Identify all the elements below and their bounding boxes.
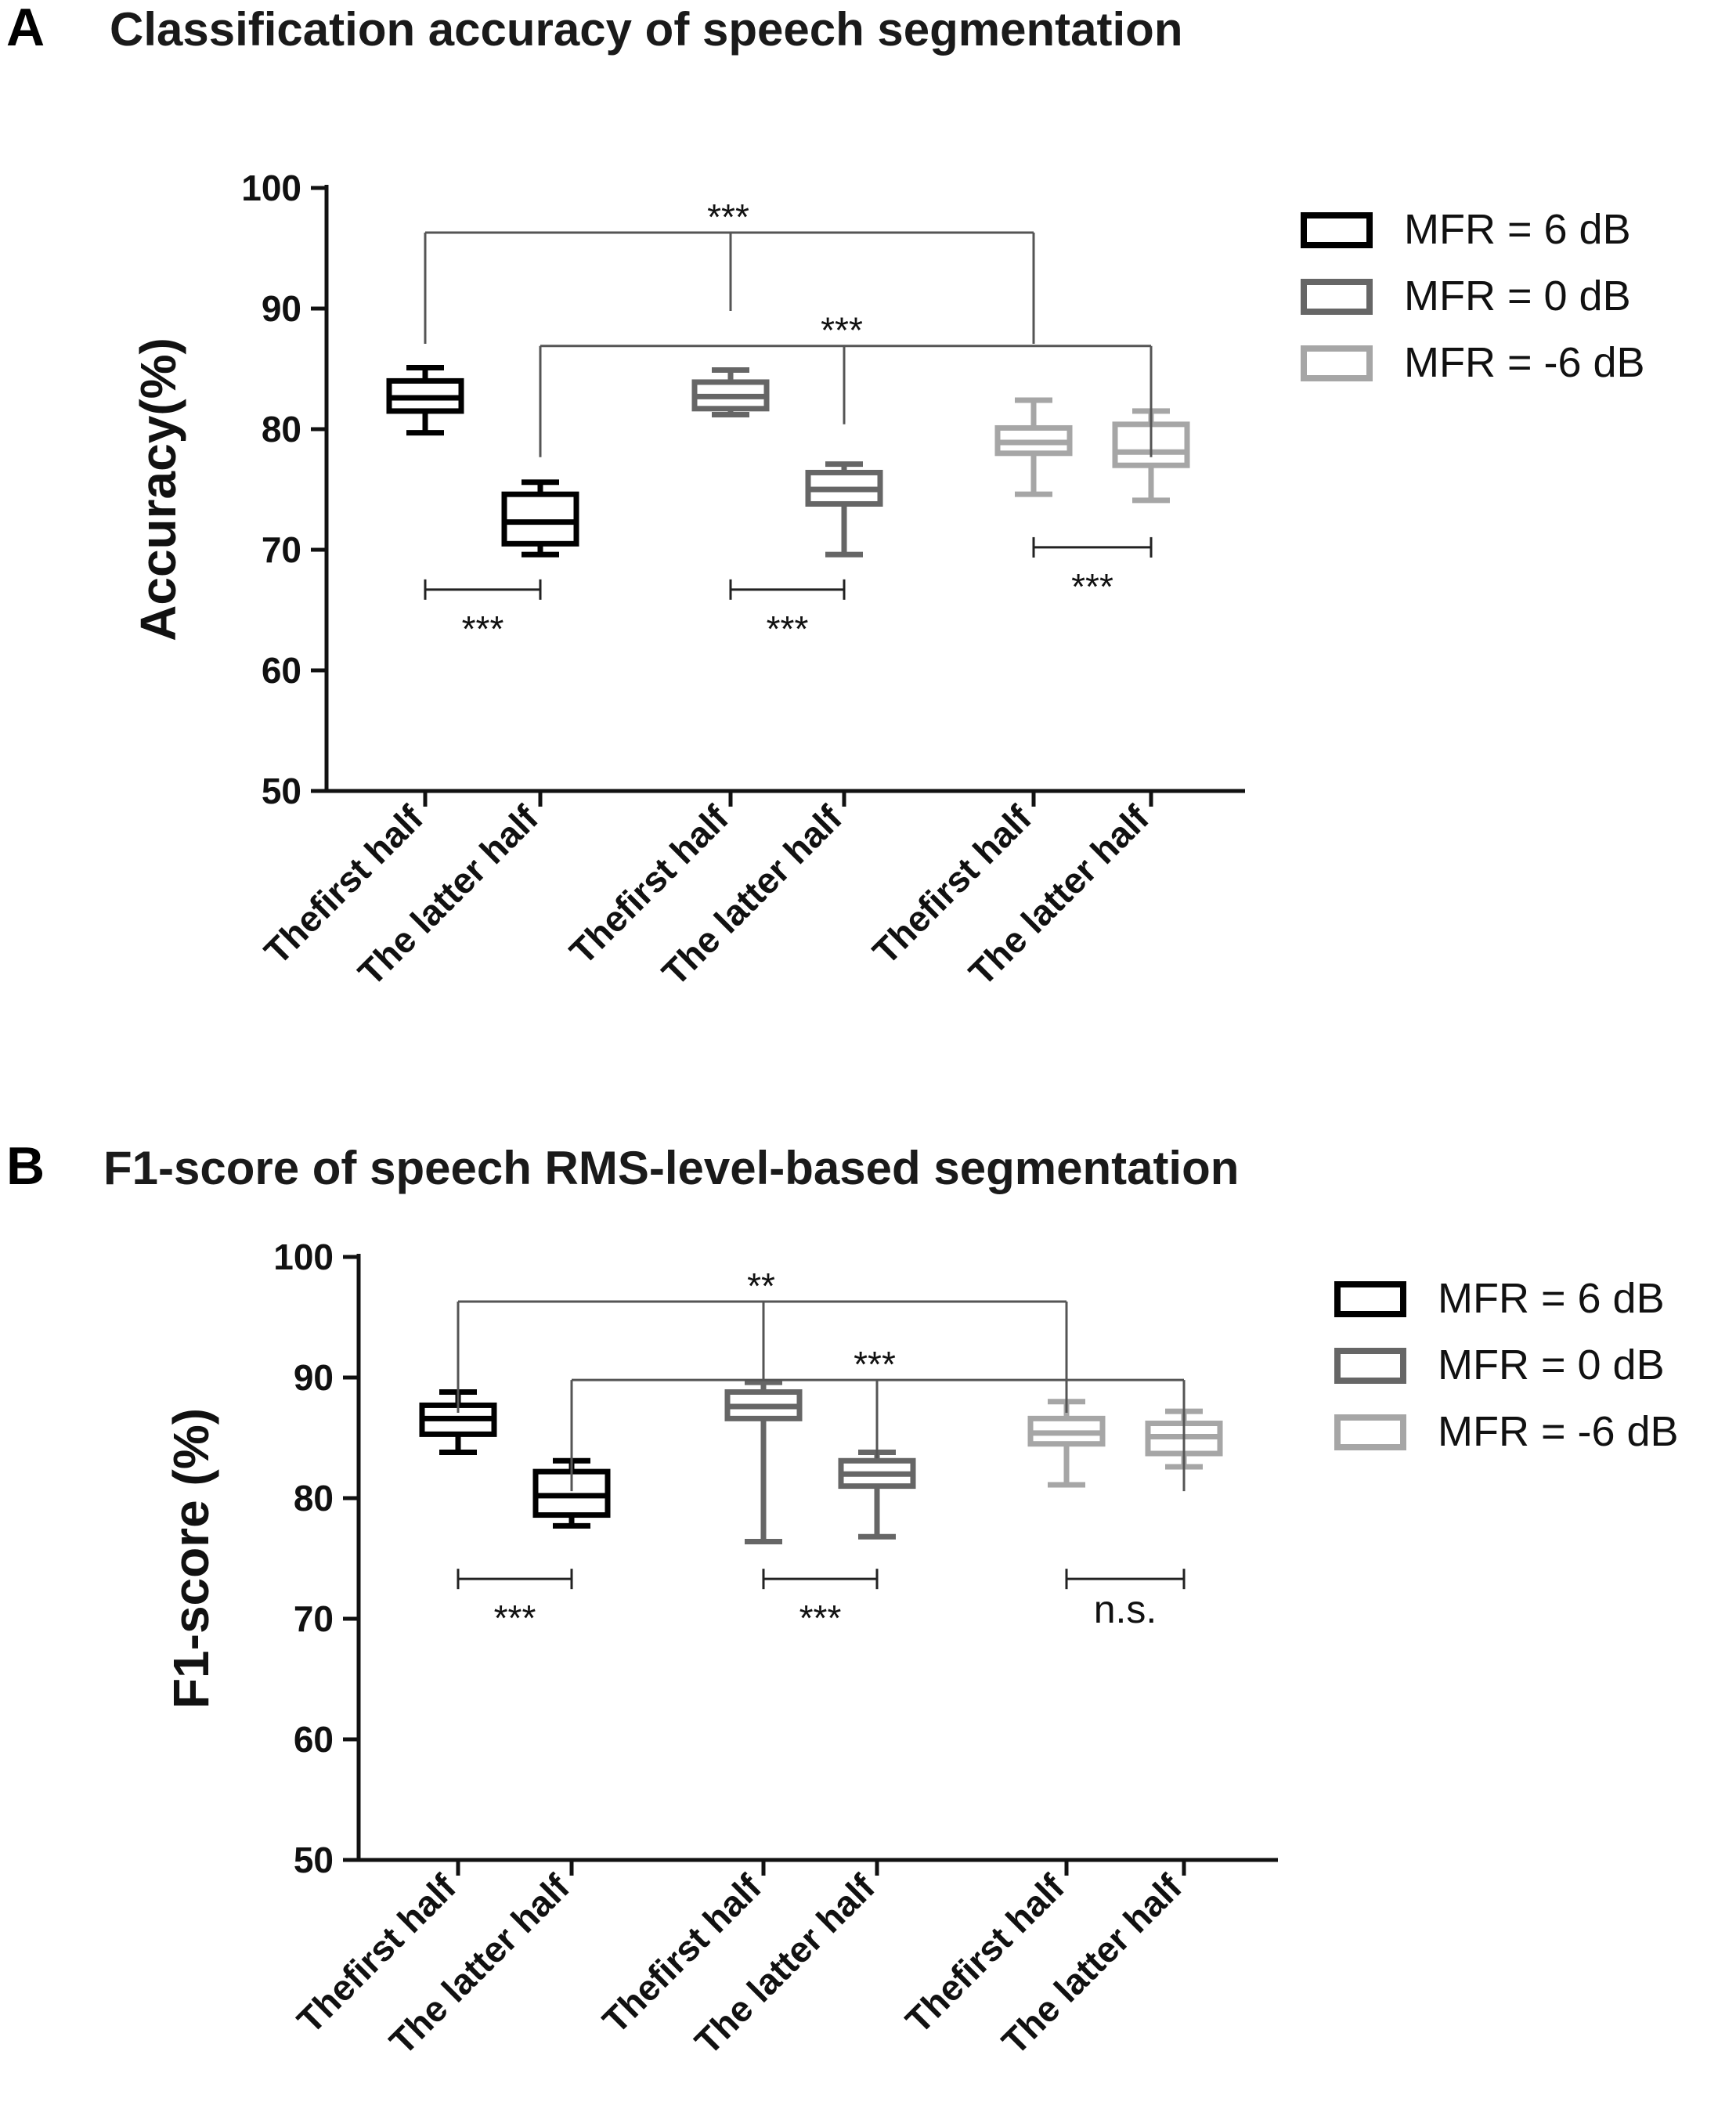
- significance-label: ***: [767, 608, 809, 649]
- significance-label: n.s.: [1094, 1587, 1157, 1631]
- significance-label: ***: [707, 197, 749, 237]
- y-tick-label: 70: [294, 1598, 334, 1639]
- box-3: [724, 1379, 803, 1544]
- y-tick-label: 60: [294, 1719, 334, 1760]
- y-tick-label: 100: [273, 1237, 334, 1277]
- y-tick-label: 60: [262, 650, 301, 691]
- y-tick-label: 90: [262, 288, 301, 329]
- legend-item: MFR = 0 dB: [1334, 1342, 1665, 1389]
- box-4: [805, 461, 883, 558]
- y-tick-label: 100: [241, 168, 301, 208]
- panel-letter-b: B: [6, 1136, 45, 1196]
- significance-bracket: ***: [424, 579, 542, 649]
- y-tick-label: 80: [294, 1478, 334, 1519]
- significance-bracket: ***: [1032, 536, 1153, 607]
- y-tick-label: 80: [262, 409, 301, 450]
- legend-label: MFR = 0 dB: [1438, 1342, 1665, 1389]
- y-tick-label: 50: [294, 1840, 334, 1880]
- significance-bracket: ***: [762, 1569, 879, 1638]
- significance-bracket: **: [457, 1266, 1068, 1413]
- box-5: [1027, 1399, 1106, 1488]
- box-1: [386, 364, 464, 436]
- legend-label: MFR = 6 dB: [1404, 206, 1631, 253]
- legend-swatch: [1334, 1414, 1406, 1450]
- legend-item: MFR = 0 dB: [1301, 273, 1631, 320]
- panel-b-title: F1-score of speech RMS-level-based segme…: [103, 1142, 1239, 1194]
- significance-label: ***: [821, 310, 863, 351]
- legend-item: MFR = 6 dB: [1334, 1275, 1665, 1322]
- panel-letter-a: A: [6, 0, 45, 57]
- significance-label: ***: [1071, 566, 1113, 607]
- panel-a-title: Classification accuracy of speech segmen…: [110, 3, 1182, 56]
- box-3: [691, 367, 770, 418]
- y-axis-title: F1-score (%): [163, 1408, 219, 1709]
- panel-a: A Classification accuracy of speech segm…: [6, 0, 1645, 993]
- legend-item: MFR = 6 dB: [1301, 206, 1631, 253]
- legend-label: MFR = 0 dB: [1404, 273, 1631, 320]
- significance-label: ***: [799, 1598, 842, 1638]
- significance-bracket: ***: [457, 1569, 573, 1638]
- y-tick-label: 50: [262, 771, 301, 811]
- legend-swatch: [1334, 1281, 1406, 1317]
- significance-label: ***: [494, 1598, 536, 1638]
- significance-bracket: ***: [539, 310, 1153, 457]
- significance-label: ***: [854, 1344, 896, 1385]
- legend-swatch: [1301, 279, 1373, 315]
- y-axis-title: Accuracy(%): [130, 338, 186, 641]
- significance-label: **: [747, 1266, 775, 1306]
- significance-bracket: ***: [570, 1344, 1186, 1492]
- legend-swatch: [1301, 212, 1373, 248]
- y-tick-label: 90: [294, 1357, 334, 1398]
- y-tick-label: 70: [262, 529, 301, 570]
- legend-item: MFR = -6 dB: [1301, 339, 1645, 386]
- box-2: [532, 1457, 611, 1529]
- legend-swatch: [1334, 1348, 1406, 1384]
- legend-label: MFR = 6 dB: [1438, 1275, 1665, 1322]
- legend-swatch: [1301, 345, 1373, 381]
- box-5: [994, 397, 1073, 497]
- significance-bracket: ***: [424, 197, 1035, 344]
- legend-label: MFR = -6 dB: [1438, 1408, 1679, 1455]
- box-4: [838, 1449, 916, 1540]
- significance-bracket: n.s.: [1065, 1569, 1186, 1631]
- legend-item: MFR = -6 dB: [1334, 1408, 1679, 1455]
- panel-b: B F1-score of speech RMS-level-based seg…: [6, 1136, 1679, 2062]
- legend-label: MFR = -6 dB: [1404, 339, 1645, 386]
- significance-bracket: ***: [729, 579, 846, 649]
- significance-label: ***: [462, 608, 504, 649]
- box-iqr: [501, 491, 579, 547]
- box-2: [501, 479, 579, 558]
